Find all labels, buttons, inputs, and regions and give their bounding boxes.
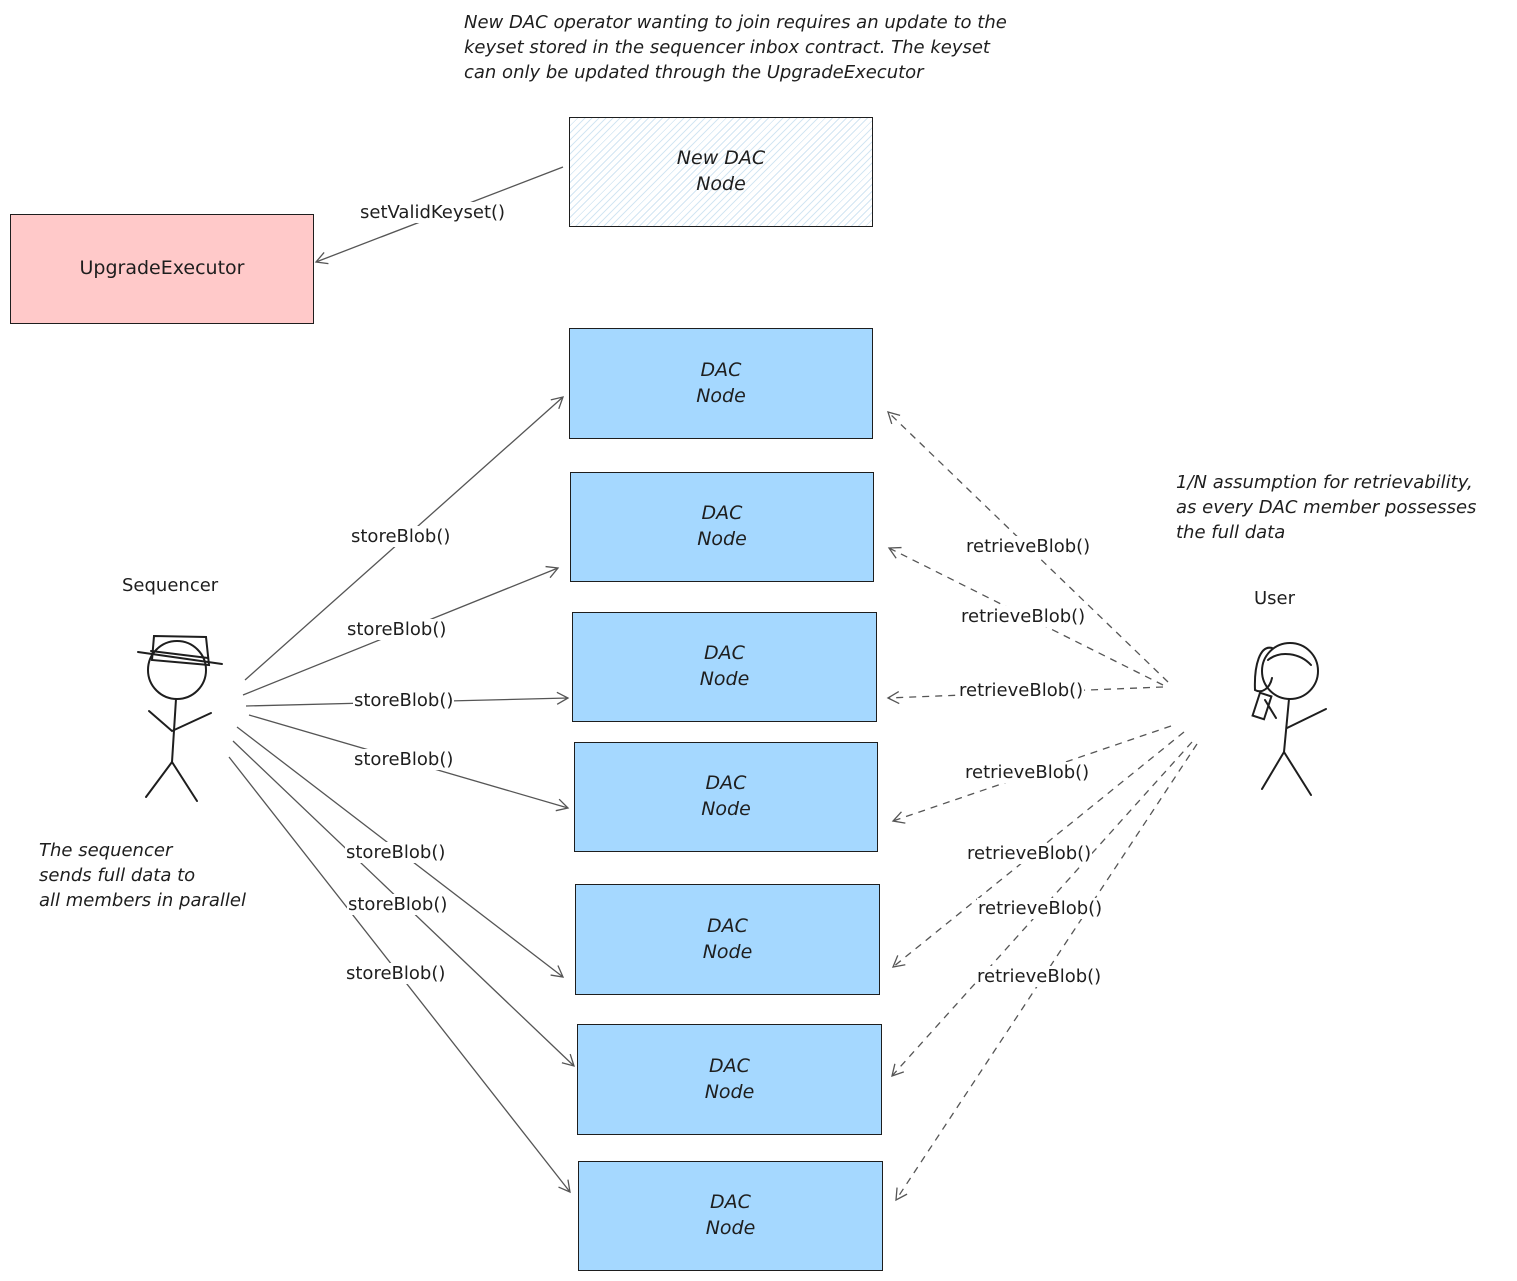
- store-label-2: storeBlob(): [346, 619, 448, 640]
- retrieve-label-7: retrieveBlob(): [976, 966, 1103, 987]
- retrieve-label-6: retrieveBlob(): [977, 898, 1104, 919]
- user-label: User: [1254, 588, 1296, 609]
- retrieve-label-2: retrieveBlob(): [960, 606, 1087, 627]
- top-note: New DAC operator wanting to join require…: [464, 12, 1007, 83]
- dac-node-7: DAC Node: [578, 1161, 883, 1271]
- store-label-7: storeBlob(): [345, 963, 447, 984]
- retrieve-label-3: retrieveBlob(): [958, 680, 1085, 701]
- dac-node-4: DAC Node: [574, 742, 878, 852]
- left-note: The sequencer sends full data to all mem…: [39, 840, 246, 911]
- store-label-5: storeBlob(): [345, 842, 447, 863]
- store-label-6: storeBlob(): [347, 894, 449, 915]
- store-label-3: storeBlob(): [353, 690, 455, 711]
- set-keyset-label: setValidKeyset(): [359, 202, 507, 223]
- dac-node-5: DAC Node: [575, 884, 880, 995]
- right-note: 1/N assumption for retrievability, as ev…: [1176, 472, 1477, 543]
- store-label-1: storeBlob(): [350, 526, 452, 547]
- user-figure: [1251, 642, 1327, 796]
- sequencer-label: Sequencer: [122, 575, 219, 596]
- store-label-4: storeBlob(): [353, 749, 455, 770]
- upgrade-executor-node: UpgradeExecutor: [10, 214, 314, 324]
- dac-node-1: DAC Node: [569, 328, 873, 439]
- sequencer-figure: [137, 634, 223, 802]
- dac-node-3: DAC Node: [572, 612, 877, 722]
- dac-node-6: DAC Node: [577, 1024, 882, 1135]
- dac-node-2: DAC Node: [570, 472, 874, 582]
- new-dac-node: New DAC Node: [569, 117, 873, 227]
- retrieve-label-4: retrieveBlob(): [964, 762, 1091, 783]
- retrieve-label-1: retrieveBlob(): [965, 536, 1092, 557]
- retrieve-arrow-3: [886, 686, 1164, 705]
- retrieve-label-5: retrieveBlob(): [966, 843, 1093, 864]
